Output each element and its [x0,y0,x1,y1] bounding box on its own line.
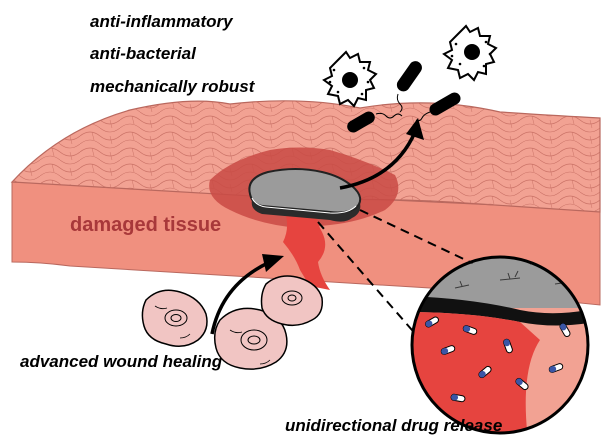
property-anti-bacterial: anti-bacterial [90,44,196,63]
bacteria-icon [396,61,422,113]
tissue-cell-icon [260,275,324,327]
release-arrow [339,118,424,190]
bacteria-icon [347,111,403,133]
damaged-tissue-label: damaged tissue [70,214,222,236]
drug-capsule-icon [425,316,571,403]
healing-arrow [210,254,284,335]
zoom-lines [317,209,471,346]
wound-healing-label: advanced wound healing [20,352,223,371]
macrophage-icon [442,24,498,82]
tissue-cell-icon [213,307,288,370]
drug-release-label: unidirectional drug release [285,416,503,435]
property-mechanically-robust: mechanically robust [90,77,255,96]
tissue-cell-icon [141,289,208,347]
wound-cut [283,212,330,290]
macrophage-icon [322,50,378,108]
property-anti-inflammatory: anti-inflammatory [90,12,233,31]
